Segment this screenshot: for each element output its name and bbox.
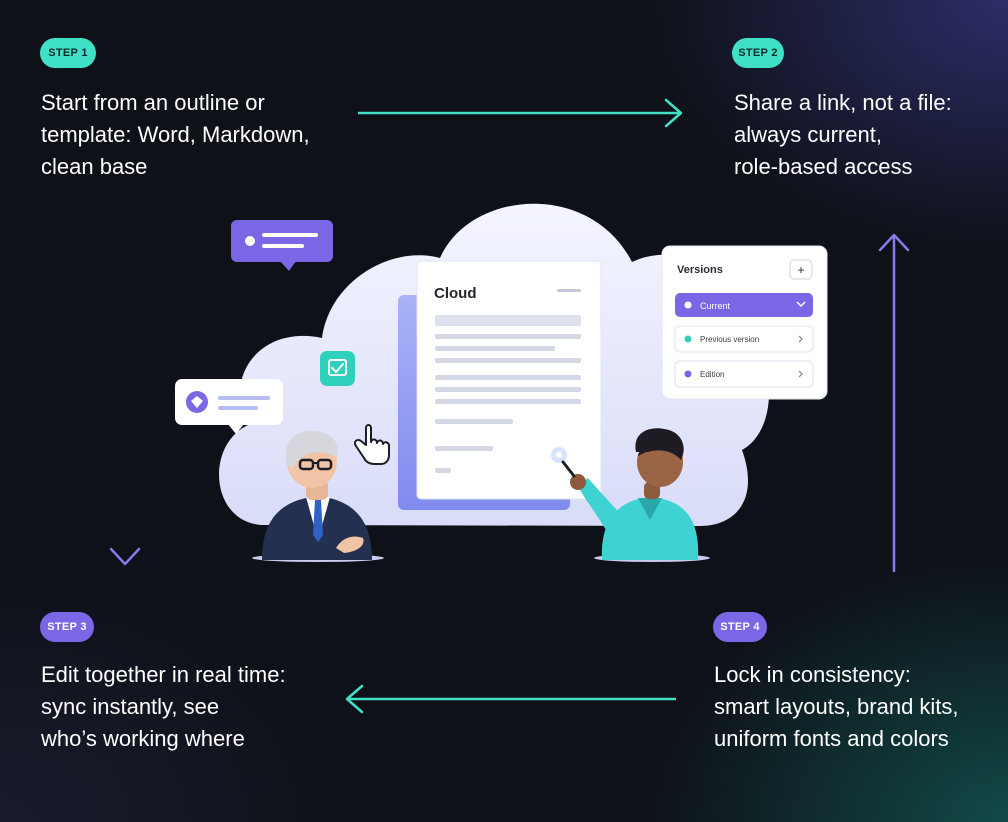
person-left-avatar — [252, 430, 384, 562]
step-4-badge: STEP 4 — [713, 612, 767, 642]
arrow-step4-to-step3 — [345, 684, 676, 714]
person-right-avatar — [561, 428, 710, 562]
chevron-down-icon — [796, 301, 806, 308]
heart-icon — [191, 396, 203, 408]
arrow-step2-to-step4 — [878, 233, 910, 572]
step-1-line-3: clean base — [41, 154, 148, 179]
document-sheet — [416, 260, 602, 500]
step-1-line-2: template: Word, Markdown, — [41, 122, 310, 147]
version-item-current-label: Current — [700, 301, 731, 311]
step-3-line-2: sync instantly, see — [41, 694, 220, 719]
version-item-edition-label: Edition — [700, 370, 724, 379]
sparkle-icon — [551, 447, 567, 463]
step-1-text: Start from an outline or template: Word,… — [41, 87, 310, 183]
document-title: Cloud — [434, 285, 477, 302]
step-1-badge: STEP 1 — [40, 38, 96, 68]
step-2-text: Share a link, not a file: always current… — [734, 87, 952, 183]
step-1-line-1: Start from an outline or — [41, 90, 265, 115]
step-4-line-1: Lock in consistency: — [714, 662, 911, 687]
chat-bubble-top — [231, 220, 333, 271]
step-2-line-3: role-based access — [734, 154, 913, 179]
check-icon — [320, 351, 355, 386]
chat-bubble-left — [175, 379, 283, 434]
arrow-step1-to-step3 — [109, 226, 141, 566]
step-4-text: Lock in consistency: smart layouts, bran… — [714, 659, 959, 755]
step-3-badge: STEP 3 — [40, 612, 94, 642]
arrow-step1-to-step2 — [358, 98, 683, 128]
pointer-hand-icon — [353, 424, 390, 465]
add-version-button[interactable]: + — [789, 259, 813, 280]
step-3-line-3: who’s working where — [41, 726, 245, 751]
step-3-line-1: Edit together in real time: — [41, 662, 286, 687]
version-item-previous[interactable] — [674, 325, 814, 353]
version-item-previous-label: Previous version — [700, 335, 759, 344]
step-4-line-3: uniform fonts and colors — [714, 726, 949, 751]
versions-panel-title: Versions — [677, 264, 723, 276]
version-item-edition[interactable] — [674, 360, 814, 388]
version-item-current[interactable] — [675, 293, 813, 317]
chevron-right-icon — [798, 335, 803, 343]
step-4-line-2: smart layouts, brand kits, — [714, 694, 959, 719]
step-3-text: Edit together in real time: sync instant… — [41, 659, 286, 755]
chevron-right-icon — [798, 370, 803, 378]
add-version-button-label: + — [797, 263, 804, 277]
step-2-line-2: always current, — [734, 122, 882, 147]
step-2-line-1: Share a link, not a file: — [734, 90, 952, 115]
step-2-badge: STEP 2 — [732, 38, 784, 68]
